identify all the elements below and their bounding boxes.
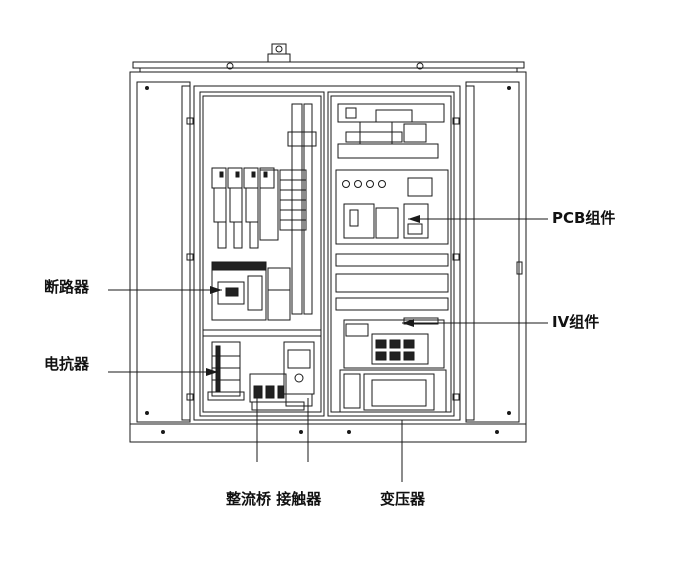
left-door: [136, 81, 194, 423]
label-rectifier-contactor: 整流桥 接触器: [226, 490, 322, 508]
label-reactor: 电抗器: [44, 355, 90, 373]
pcb-panel: [335, 169, 449, 245]
label-pcb: PCB组件: [552, 209, 616, 227]
iv-module: [343, 317, 445, 369]
arrow-heads: [206, 215, 420, 376]
lifting-eye: [267, 43, 291, 63]
cabinet-roof: [132, 61, 525, 73]
right-door: [452, 81, 523, 423]
terminal-blocks: [211, 167, 275, 249]
din-rails: [335, 253, 449, 311]
label-iv: IV组件: [552, 313, 600, 331]
busbars: [259, 103, 317, 315]
top-busbar-assembly: [337, 103, 445, 159]
label-transformer: 变压器: [380, 490, 426, 508]
leader-lines: [108, 218, 548, 482]
left-compartment: [199, 91, 325, 417]
cabinet-base: [129, 423, 527, 443]
transformer: [339, 369, 447, 413]
label-breaker: 断路器: [44, 278, 90, 296]
reactor: [207, 341, 245, 401]
right-compartment: [327, 91, 455, 417]
circuit-breaker: [211, 261, 291, 321]
rectifier-bridge: [249, 373, 305, 411]
contactor: [283, 341, 315, 407]
interior-frame: [193, 85, 461, 421]
